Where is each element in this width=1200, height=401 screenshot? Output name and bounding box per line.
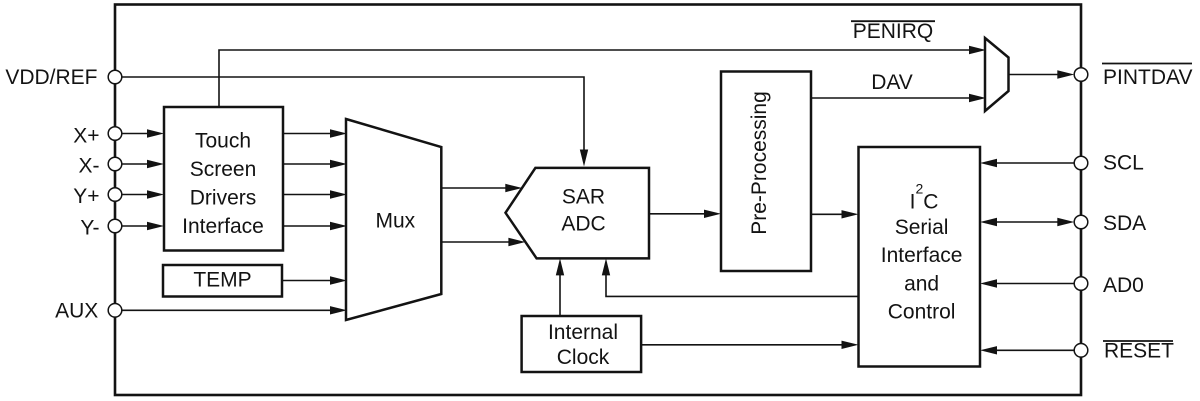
svg-text:Y-: Y- <box>80 217 99 240</box>
svg-text:Serial: Serial <box>895 216 949 239</box>
svg-text:Internal: Internal <box>548 321 618 344</box>
svg-text:AUX: AUX <box>55 300 98 323</box>
svg-text:Drivers: Drivers <box>190 186 257 209</box>
svg-text:Mux: Mux <box>375 209 415 232</box>
svg-text:PENIRQ: PENIRQ <box>853 20 934 43</box>
svg-text:Clock: Clock <box>557 346 610 369</box>
svg-text:Pre-Processing: Pre-Processing <box>748 91 771 235</box>
svg-text:DAV: DAV <box>871 71 913 94</box>
svg-text:SDA: SDA <box>1103 212 1146 235</box>
svg-text:Interface: Interface <box>881 244 963 267</box>
svg-text:Interface: Interface <box>182 215 264 238</box>
svg-text:AD0: AD0 <box>1103 274 1144 297</box>
svg-text:PINTDAV: PINTDAV <box>1103 66 1192 89</box>
svg-text:X+: X+ <box>73 124 99 147</box>
svg-text:TEMP: TEMP <box>193 268 251 291</box>
svg-text:Y+: Y+ <box>73 185 99 208</box>
svg-text:SAR: SAR <box>562 186 605 209</box>
svg-text:Screen: Screen <box>190 158 257 181</box>
svg-text:Control: Control <box>888 301 956 324</box>
svg-text:X-: X- <box>79 155 100 178</box>
svg-text:and: and <box>904 272 939 295</box>
svg-text:Touch: Touch <box>195 130 251 153</box>
svg-text:VDD/REF: VDD/REF <box>5 66 97 89</box>
svg-text:SCL: SCL <box>1103 151 1144 174</box>
svg-text:RESET: RESET <box>1104 340 1174 363</box>
svg-text:ADC: ADC <box>561 212 605 235</box>
